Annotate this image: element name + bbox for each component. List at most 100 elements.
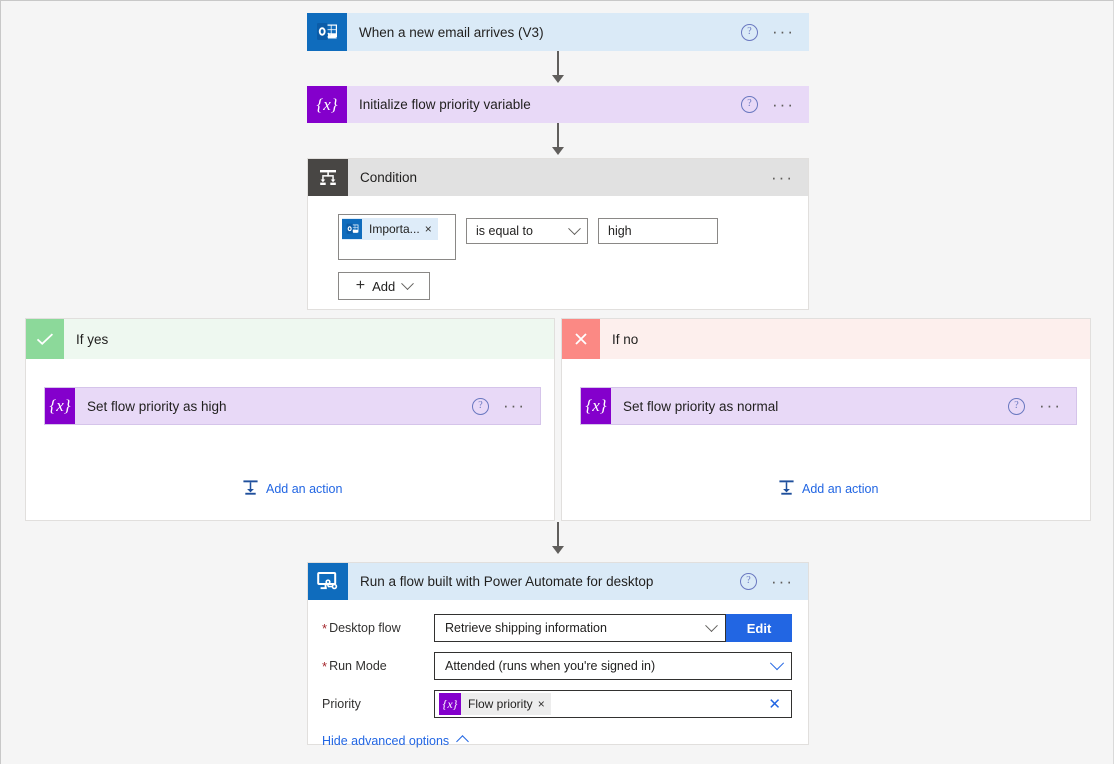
desktop-flow-selected-value: Retrieve shipping information — [445, 621, 607, 635]
edit-button[interactable]: Edit — [726, 614, 792, 642]
priority-input[interactable]: {x} Flow priority × ✕ — [434, 690, 792, 718]
chevron-down-icon — [769, 656, 785, 671]
branch-if-yes-action-card[interactable]: {x} Set flow priority as high ? ··· — [44, 387, 541, 425]
required-marker: * — [322, 658, 328, 674]
form-row-priority: Priority {x} Flow priority × ✕ — [308, 690, 808, 718]
desktop-flow-select[interactable]: Retrieve shipping information — [434, 614, 726, 642]
add-action-label: Add an action — [266, 482, 343, 496]
cross-icon — [562, 319, 600, 359]
initialize-variable-card[interactable]: {x} Initialize flow priority variable ? … — [307, 86, 809, 123]
trigger-header-actions: ? ··· — [741, 22, 809, 41]
desktop-flow-title: Run a flow built with Power Automate for… — [360, 574, 654, 589]
variable-glyph: {x} — [585, 396, 607, 415]
condition-value-text: high — [608, 224, 632, 238]
initialize-variable-header[interactable]: {x} Initialize flow priority variable ? … — [307, 86, 809, 123]
condition-icon — [308, 159, 348, 196]
branch-if-yes-add-action[interactable]: Add an action — [242, 479, 342, 499]
close-icon[interactable]: × — [537, 697, 545, 711]
required-marker: * — [322, 620, 328, 636]
connector-condition-to-desktop-flow — [557, 522, 559, 548]
condition-body: Importa... × is equal to high + Add — [308, 196, 808, 300]
condition-row: Importa... × is equal to high — [338, 214, 808, 260]
chevron-down-icon — [401, 276, 415, 290]
condition-title: Condition — [360, 170, 418, 185]
trigger-card[interactable]: When a new email arrives (V3) ? ··· — [307, 13, 809, 51]
variable-icon: {x} — [581, 388, 611, 424]
label-text: Desktop flow — [329, 621, 401, 635]
run-mode-field-label: * Run Mode — [322, 659, 434, 674]
connector-variable-to-condition — [557, 123, 559, 149]
chevron-down-icon — [568, 221, 581, 235]
chevron-up-icon — [456, 734, 470, 748]
condition-header-actions: ··· — [771, 167, 808, 187]
branch-if-no-add-action[interactable]: Add an action — [778, 479, 878, 499]
condition-operator-value: is equal to — [476, 224, 533, 238]
branch-if-no-action-actions: ? ··· — [1008, 396, 1076, 415]
outlook-icon — [342, 219, 362, 239]
branch-if-yes-header: If yes — [26, 319, 554, 359]
variable-glyph: {x} — [442, 696, 458, 711]
overflow-menu-icon[interactable]: ··· — [772, 22, 795, 41]
branch-if-no: If no {x} Set flow priority as normal ? … — [561, 318, 1091, 521]
trigger-title: When a new email arrives (V3) — [359, 24, 544, 40]
token-chip-flow-priority[interactable]: {x} Flow priority × — [439, 693, 551, 715]
add-action-icon — [778, 479, 795, 499]
condition-value-input[interactable]: high — [598, 218, 718, 244]
form-row-run-mode: * Run Mode Attended (runs when you're si… — [308, 652, 808, 680]
initialize-variable-title: Initialize flow priority variable — [359, 97, 531, 112]
condition-left-operand[interactable]: Importa... × — [338, 214, 456, 260]
form-row-desktop-flow: * Desktop flow Retrieve shipping informa… — [308, 614, 808, 642]
overflow-menu-icon[interactable]: ··· — [503, 396, 526, 415]
label-text: Priority — [322, 697, 361, 711]
help-icon[interactable]: ? — [472, 397, 490, 415]
branch-if-yes: If yes {x} Set flow priority as high ? ·… — [25, 318, 555, 521]
branch-if-no-header: If no — [562, 319, 1090, 359]
token-chip-importance[interactable]: Importa... × — [342, 218, 438, 240]
overflow-menu-icon[interactable]: ··· — [771, 167, 794, 187]
help-icon[interactable]: ? — [741, 23, 759, 41]
condition-card[interactable]: Condition ··· — [307, 158, 809, 310]
variable-icon: {x} — [307, 86, 347, 123]
overflow-menu-icon[interactable]: ··· — [1039, 396, 1062, 415]
run-mode-select[interactable]: Attended (runs when you're signed in) — [434, 652, 792, 680]
help-icon[interactable]: ? — [1008, 397, 1026, 415]
connector-trigger-to-variable — [557, 51, 559, 77]
condition-add-label: Add — [372, 278, 396, 294]
check-icon — [26, 319, 64, 359]
branch-if-no-action-title: Set flow priority as normal — [623, 398, 779, 414]
desktop-flow-field-label: * Desktop flow — [322, 621, 434, 636]
hide-advanced-options-toggle[interactable]: Hide advanced options — [308, 734, 808, 748]
desktop-flow-card[interactable]: Run a flow built with Power Automate for… — [307, 562, 809, 748]
branch-if-yes-label: If yes — [76, 331, 109, 347]
branch-if-no-action-card[interactable]: {x} Set flow priority as normal ? ··· — [580, 387, 1077, 425]
overflow-menu-icon[interactable]: ··· — [771, 571, 794, 591]
priority-field-label: Priority — [322, 697, 434, 711]
connector-arrow-1 — [552, 75, 564, 83]
condition-operator-select[interactable]: is equal to — [466, 218, 588, 244]
label-text: Run Mode — [329, 659, 387, 673]
condition-add-button[interactable]: + Add — [338, 272, 430, 300]
add-action-label: Add an action — [802, 482, 879, 496]
branch-if-no-label: If no — [612, 331, 639, 347]
trigger-card-header[interactable]: When a new email arrives (V3) ? ··· — [307, 13, 809, 51]
clear-icon[interactable]: ✕ — [768, 695, 781, 713]
chevron-down-icon — [705, 618, 718, 632]
condition-card-header[interactable]: Condition ··· — [308, 159, 808, 196]
close-icon[interactable]: × — [424, 222, 432, 236]
help-icon[interactable]: ? — [740, 573, 758, 590]
help-icon[interactable]: ? — [741, 96, 759, 113]
add-action-icon — [242, 479, 259, 499]
variable-glyph: {x} — [49, 396, 71, 415]
token-label: Importa... — [369, 222, 420, 236]
branch-if-yes-action-title: Set flow priority as high — [87, 398, 227, 414]
desktop-flow-form: * Desktop flow Retrieve shipping informa… — [308, 600, 808, 748]
desktop-flow-header-actions: ? ··· — [740, 573, 808, 590]
variable-icon: {x} — [45, 388, 75, 424]
outlook-icon — [307, 13, 347, 51]
connector-arrow-2 — [552, 147, 564, 155]
desktop-flow-header[interactable]: Run a flow built with Power Automate for… — [308, 563, 808, 600]
overflow-menu-icon[interactable]: ··· — [772, 94, 795, 114]
variable-icon: {x} — [439, 693, 461, 715]
variable-glyph: {x} — [316, 94, 338, 114]
